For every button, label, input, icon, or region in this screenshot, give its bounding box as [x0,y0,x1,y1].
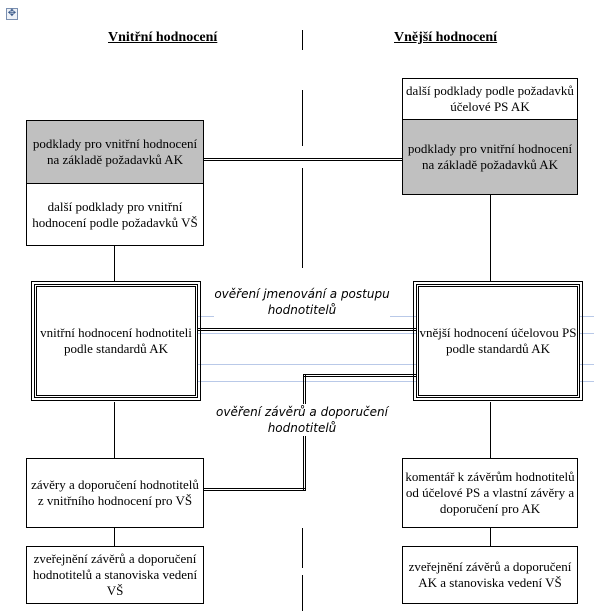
left-box-conclusions-text: závěry a doporučení hodnotitelů z vnitřn… [31,477,199,508]
right-box-external-evaluation: vnější hodnocení účelovou PS podle stand… [413,281,583,401]
left-box-publication: zveřejnění závěrů a doporučení hodnotite… [26,546,204,604]
conclusions-link-horizontal [303,374,416,377]
right-box-commentary: komentář k závěrům hodnotitelů od účelov… [402,458,578,528]
left-box-internal-evaluation-text: vnitřní hodnocení hodnotiteli podle stan… [40,325,192,356]
right-box-publication: zveřejnění závěrů a doporučení AK a stan… [402,546,578,604]
guide-line [198,333,594,334]
note-verify-appointment: ověření jmenování a postupu hodnotitelů [214,286,390,318]
left-connector-1 [114,246,115,282]
heading-external: Vnější hodnocení [394,30,498,45]
center-divider [302,168,303,268]
left-box-vs-materials: další podklady pro vnitřní hodnocení pod… [26,183,204,246]
right-connector-1 [490,195,491,282]
left-box-conclusions: závěry a doporučení hodnotitelů z vnitřn… [26,458,204,528]
right-connector-3 [490,528,491,546]
right-box-extra-materials: další podklady podle požadavků účelové P… [402,78,578,120]
center-divider [302,575,303,611]
right-box-publication-text: zveřejnění závěrů a doporučení AK a stan… [408,559,572,590]
center-divider [302,90,303,146]
right-box-ak-materials-text: podklady pro vnitřní hodnocení na základ… [407,141,573,172]
right-box-extra-materials-text: další podklady podle požadavků účelové P… [406,83,574,114]
conclusions-link-to-left [204,488,306,491]
right-box-ak-materials: podklady pro vnitřní hodnocení na základ… [402,119,578,195]
left-box-ak-materials-text: podklady pro vnitřní hodnocení na základ… [32,136,198,167]
ak-materials-link [204,158,402,161]
right-box-commentary-text: komentář k závěrům hodnotitelů od účelov… [405,469,575,516]
right-box-external-evaluation-text: vnější hodnocení účelovou PS podle stand… [419,325,577,356]
note-verify-conclusions: ověření závěrů a doporučení hodnotitelů [214,404,390,436]
left-box-publication-text: zveřejnění závěrů a doporučení hodnotite… [32,551,198,598]
table-move-handle-icon[interactable]: ✥ [6,8,18,20]
heading-internal: Vnitřní hodnocení [108,30,218,45]
center-divider [302,528,303,568]
center-divider [302,30,303,50]
left-box-ak-materials: podklady pro vnitřní hodnocení na základ… [26,120,204,184]
left-connector-3 [114,528,115,546]
left-box-internal-evaluation: vnitřní hodnocení hodnotiteli podle stan… [31,281,201,401]
guide-line [198,364,594,365]
left-box-vs-materials-text: další podklady pro vnitřní hodnocení pod… [32,198,198,230]
evaluation-link [198,328,416,331]
left-connector-2 [114,402,115,458]
guide-line [198,381,594,382]
guide-line [198,316,594,317]
right-connector-2 [490,402,491,458]
